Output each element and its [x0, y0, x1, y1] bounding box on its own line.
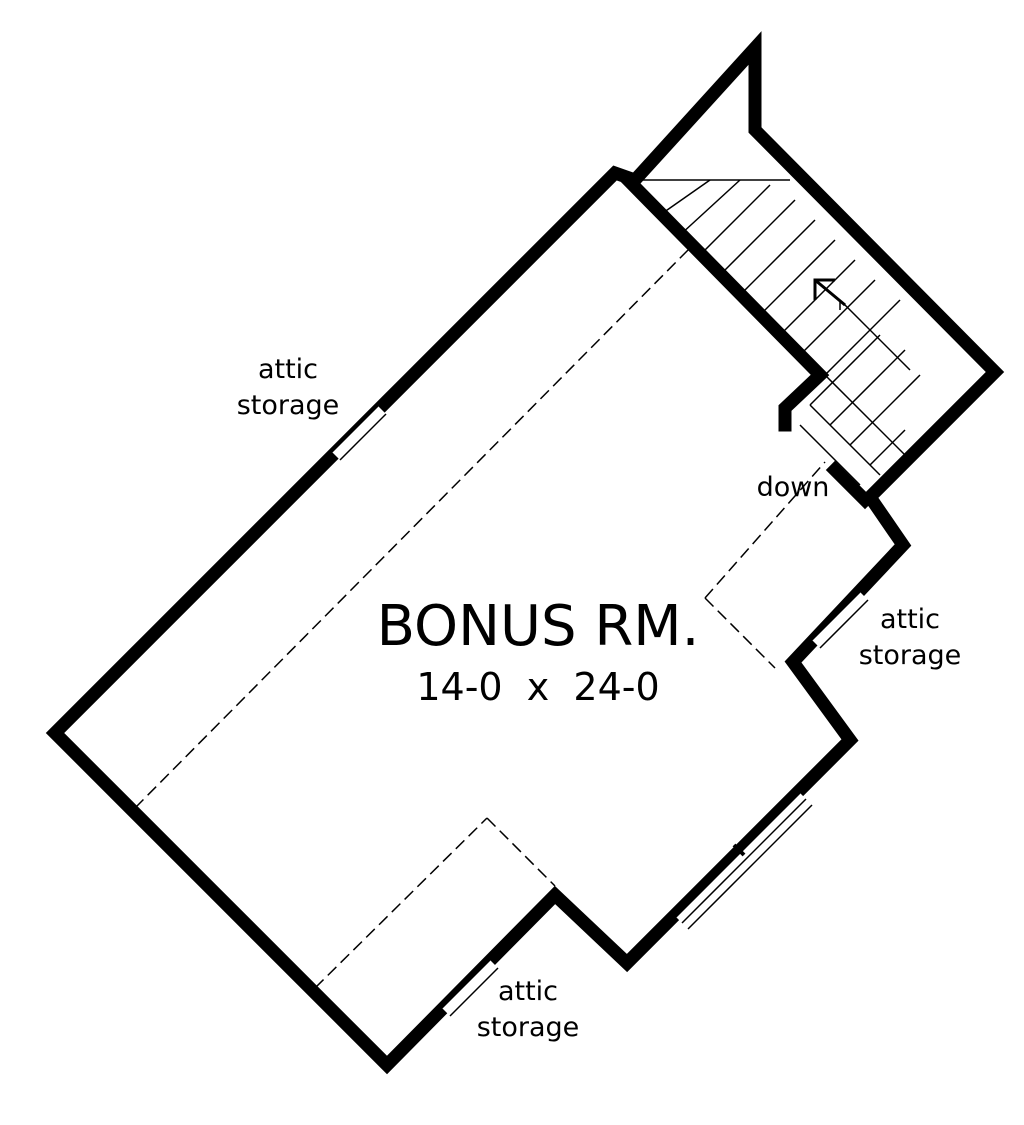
knee-wall-lines — [134, 247, 826, 989]
stair-landing-wall — [825, 460, 875, 510]
exterior-wall — [45, 31, 1005, 1075]
attic-storage-label-bottom-line1: attic — [498, 976, 558, 1007]
stair-arrow-icon — [813, 278, 846, 307]
stair-down-label: down — [757, 472, 830, 503]
stair-interior-wall — [620, 172, 830, 432]
attic-storage-label-upper-left-line2: storage — [237, 390, 340, 421]
window-bottom — [441, 959, 499, 1017]
room-dimensions: 14-0 x 24-0 — [416, 665, 659, 709]
window-right — [811, 591, 869, 649]
attic-storage-label-bottom-line2: storage — [477, 1012, 580, 1043]
attic-storage-label-right-line1: attic — [880, 604, 940, 635]
window-lower-right — [675, 792, 813, 930]
attic-storage-label-upper-left-line1: attic — [258, 354, 318, 385]
window-upper-left — [331, 405, 387, 461]
room-name: BONUS RM. — [377, 594, 700, 659]
stair-treads — [640, 179, 921, 486]
attic-storage-label-right-line2: storage — [859, 640, 962, 671]
